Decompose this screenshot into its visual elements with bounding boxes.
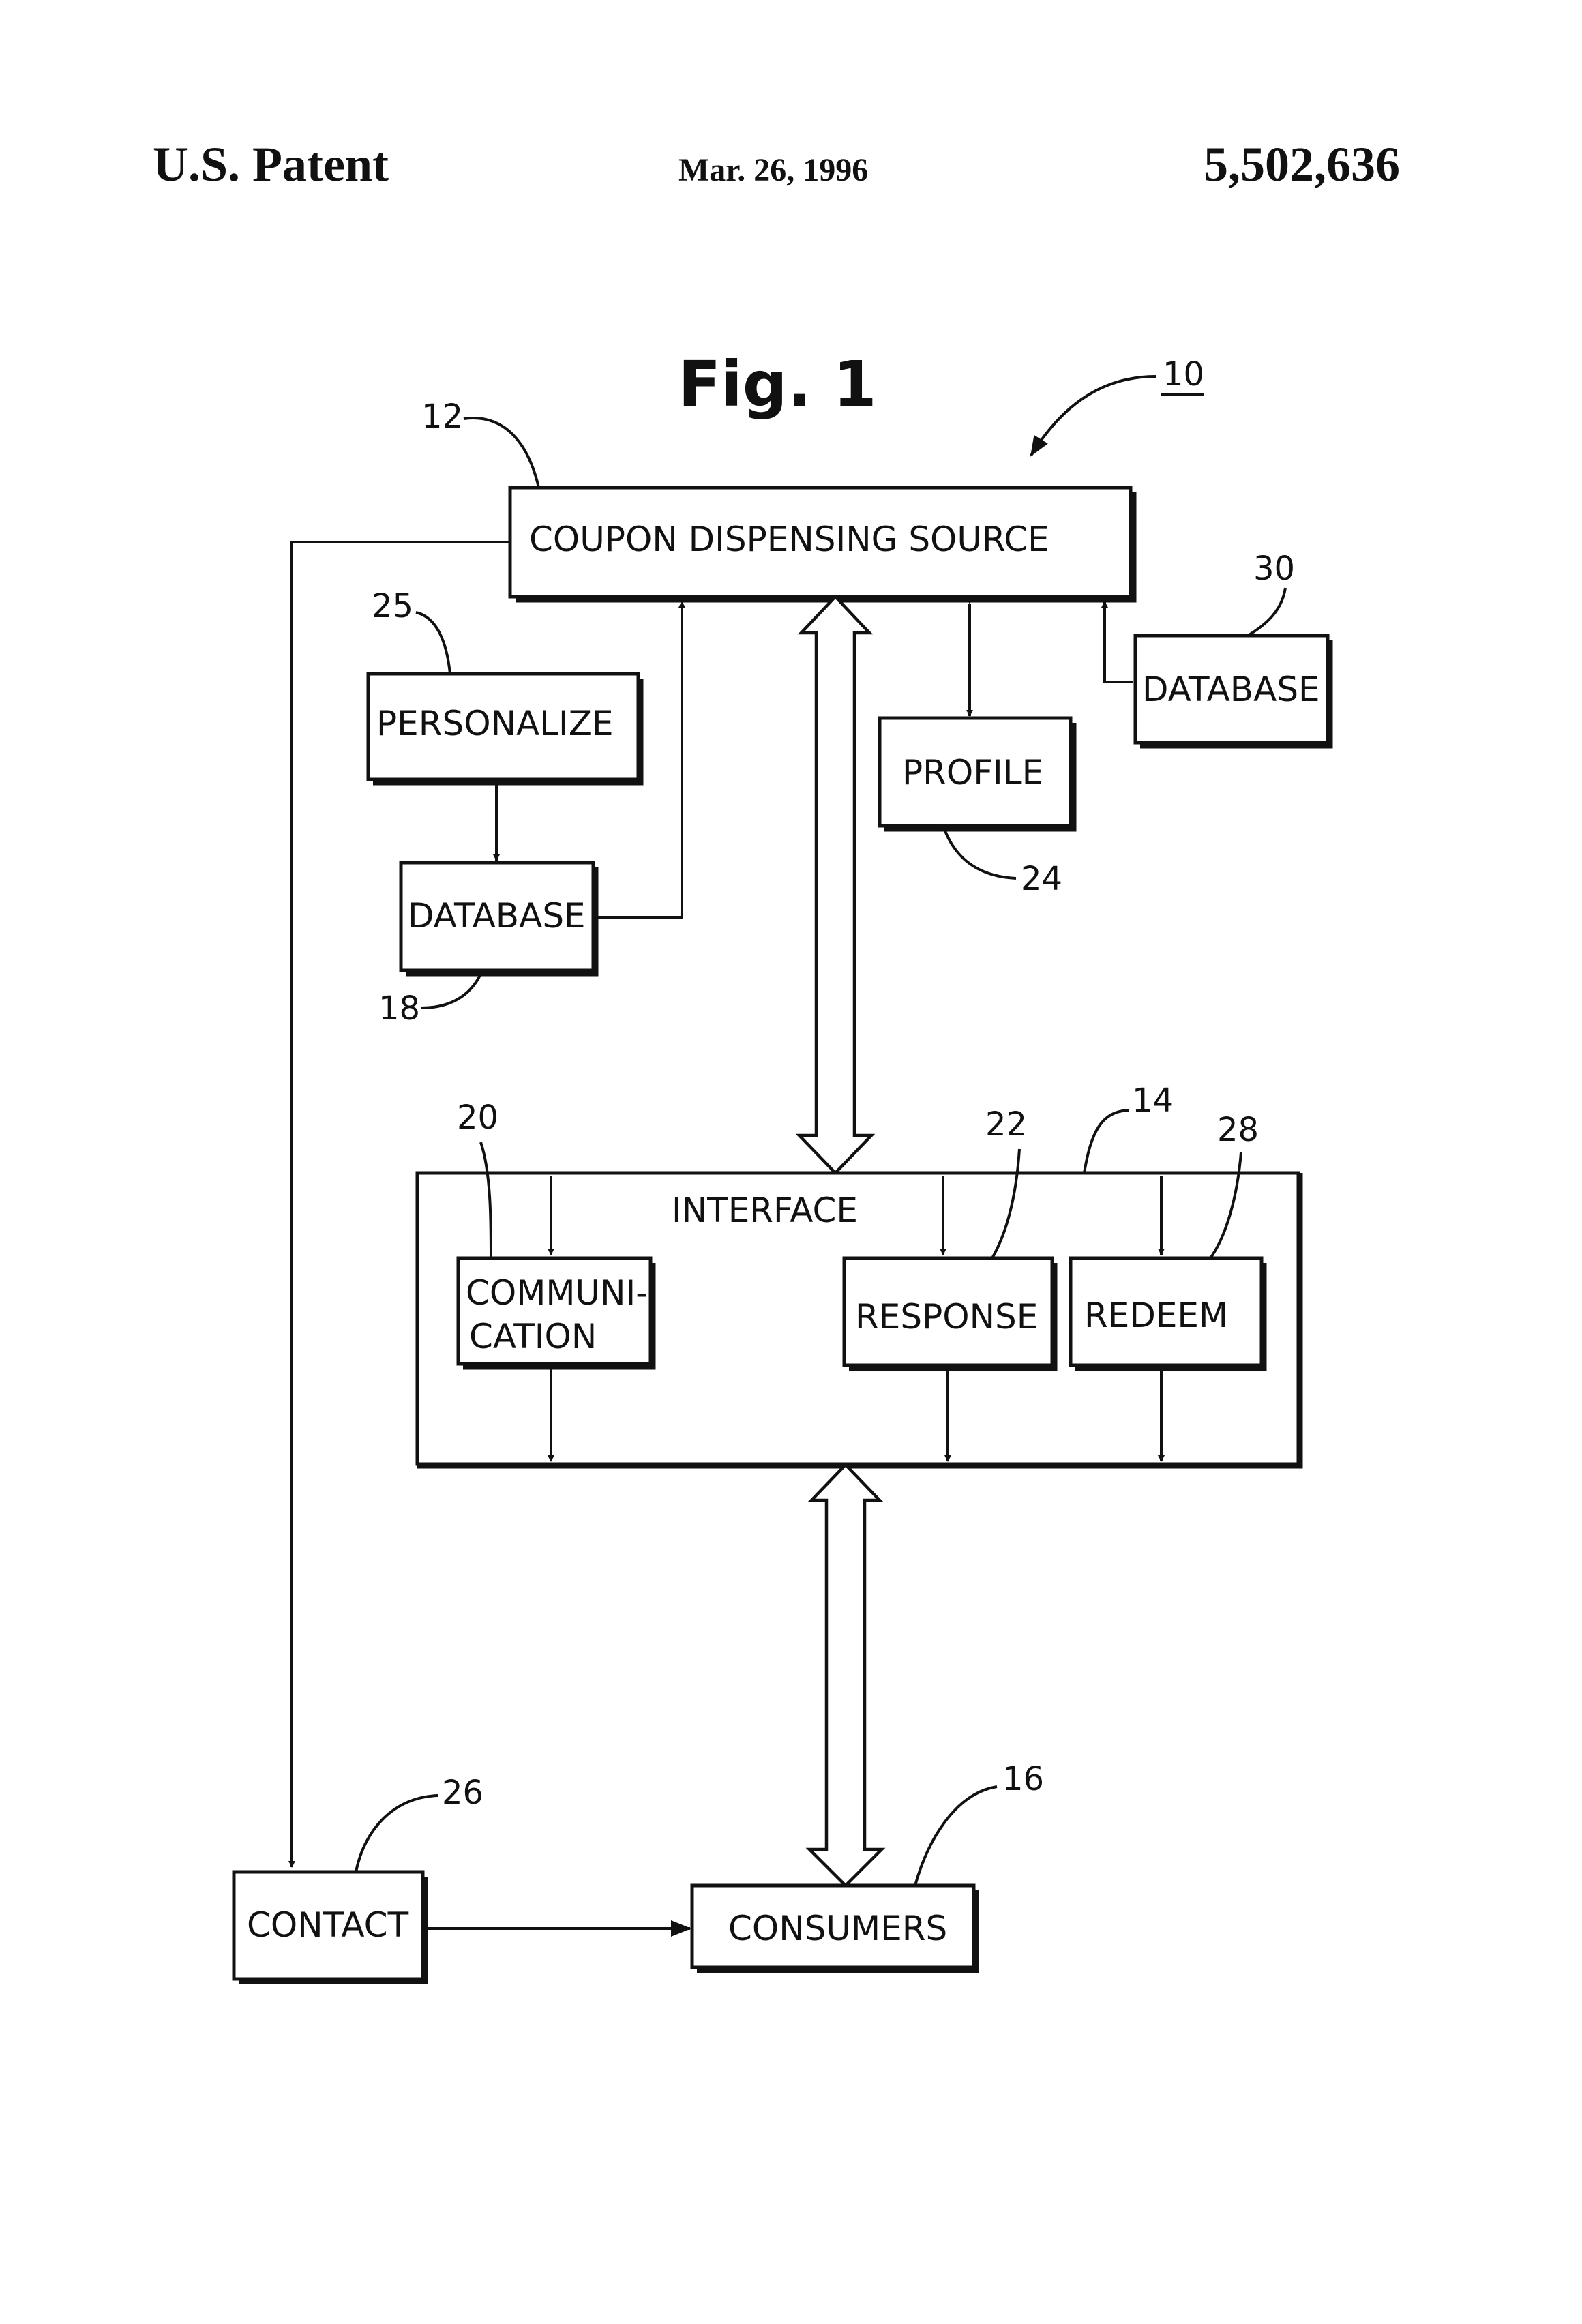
interface-consumers-double-arrow	[809, 1465, 882, 1886]
ref-24: 24	[1021, 860, 1062, 898]
ref-22: 22	[985, 1105, 1027, 1144]
ref-20: 20	[457, 1099, 498, 1137]
ref-10-leader	[1031, 376, 1156, 456]
ref-25: 25	[372, 587, 413, 625]
ref-16: 16	[1002, 1760, 1044, 1798]
contact-label: CONTACT	[247, 1905, 409, 1945]
source-label: COUPON DISPENSING SOURCE	[529, 520, 1049, 559]
communication-label-line1: COMMUNI-	[466, 1273, 648, 1313]
consumers-label: CONSUMERS	[728, 1909, 947, 1948]
ref-12-leader	[464, 418, 539, 488]
response-label: RESPONSE	[855, 1297, 1038, 1337]
ref-25-leader	[416, 612, 450, 674]
ref-18-leader	[421, 974, 481, 1008]
ref-18: 18	[378, 989, 420, 1028]
ref-24-leader	[944, 829, 1016, 878]
ref-10: 10	[1163, 355, 1204, 393]
interface-label: INTERFACE	[672, 1191, 858, 1230]
communication-label-line2: CATION	[469, 1317, 597, 1356]
ref-12: 12	[421, 398, 463, 436]
database-right-to-source-link	[1105, 601, 1133, 682]
ref-26-leader	[356, 1796, 438, 1872]
ref-26: 26	[442, 1774, 483, 1812]
personalize-label: PERSONALIZE	[376, 704, 614, 743]
figure-title: Fig. 1	[678, 348, 876, 421]
ref-14: 14	[1132, 1082, 1174, 1120]
profile-label: PROFILE	[902, 753, 1043, 792]
database-left-label: DATABASE	[408, 896, 586, 936]
ref-16-leader	[915, 1787, 997, 1886]
database-right-label: DATABASE	[1142, 670, 1320, 709]
ref-30: 30	[1253, 550, 1295, 588]
ref-30-leader	[1248, 588, 1285, 636]
source-interface-double-arrow	[799, 597, 871, 1173]
redeem-label: REDEEM	[1084, 1296, 1228, 1335]
ref-14-leader	[1084, 1110, 1129, 1173]
ref-28: 28	[1217, 1111, 1259, 1149]
